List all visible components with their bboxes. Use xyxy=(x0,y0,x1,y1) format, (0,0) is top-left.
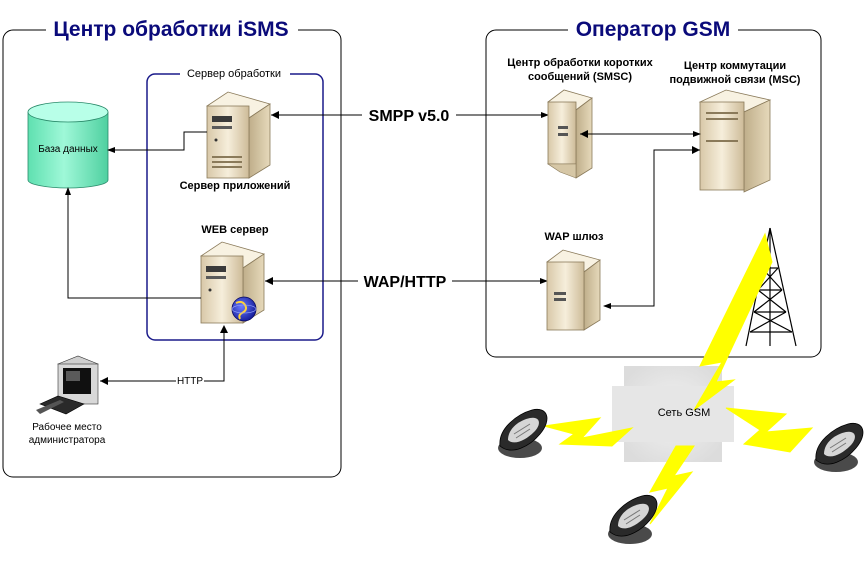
msc-label-1: Центр коммутации xyxy=(684,60,786,72)
globe-icon xyxy=(231,296,257,322)
msc-to-wap-link xyxy=(603,149,700,309)
workstation-icon xyxy=(36,355,99,415)
web-to-db-link xyxy=(65,187,201,299)
mobile-phone-icon xyxy=(608,494,658,544)
wap-label: WAP/HTTP xyxy=(364,274,447,291)
workstation-label-2: администратора xyxy=(29,435,106,446)
msc-server-icon xyxy=(698,89,772,193)
database-label: База данных xyxy=(38,144,98,155)
workstation-label-1: Рабочее место xyxy=(32,421,102,433)
wap-gateway-icon xyxy=(546,249,601,331)
radio-tower-icon xyxy=(745,227,797,347)
mobile-phone-icon xyxy=(814,422,864,472)
app-server-label: Сервер приложений xyxy=(180,180,291,192)
app-to-db-link xyxy=(107,131,207,153)
lightning-icon xyxy=(543,232,814,525)
gsm-title: Оператор GSM xyxy=(576,18,731,41)
wap-gateway-label: WAP шлюз xyxy=(545,231,604,243)
mobile-phone-icon xyxy=(498,408,548,458)
isms-title: Центр обработки iSMS xyxy=(53,18,288,41)
smsc-label-2: сообщений (SMSC) xyxy=(528,71,632,83)
workstation-to-web-link xyxy=(100,326,225,382)
server-group-label: Сервер обработки xyxy=(187,68,281,80)
smsc-label-1: Центр обработки коротких xyxy=(507,57,653,69)
app-server-icon xyxy=(206,91,271,179)
smpp-label: SMPP v5.0 xyxy=(369,108,450,125)
smsc-server-icon xyxy=(547,89,593,179)
isms-frame xyxy=(2,29,342,478)
gsm-network-label: Сеть GSM xyxy=(658,407,711,419)
msc-label-2: подвижной связи (MSC) xyxy=(670,74,801,86)
web-server-label: WEB сервер xyxy=(201,224,268,236)
http-label: HTTP xyxy=(177,376,203,387)
